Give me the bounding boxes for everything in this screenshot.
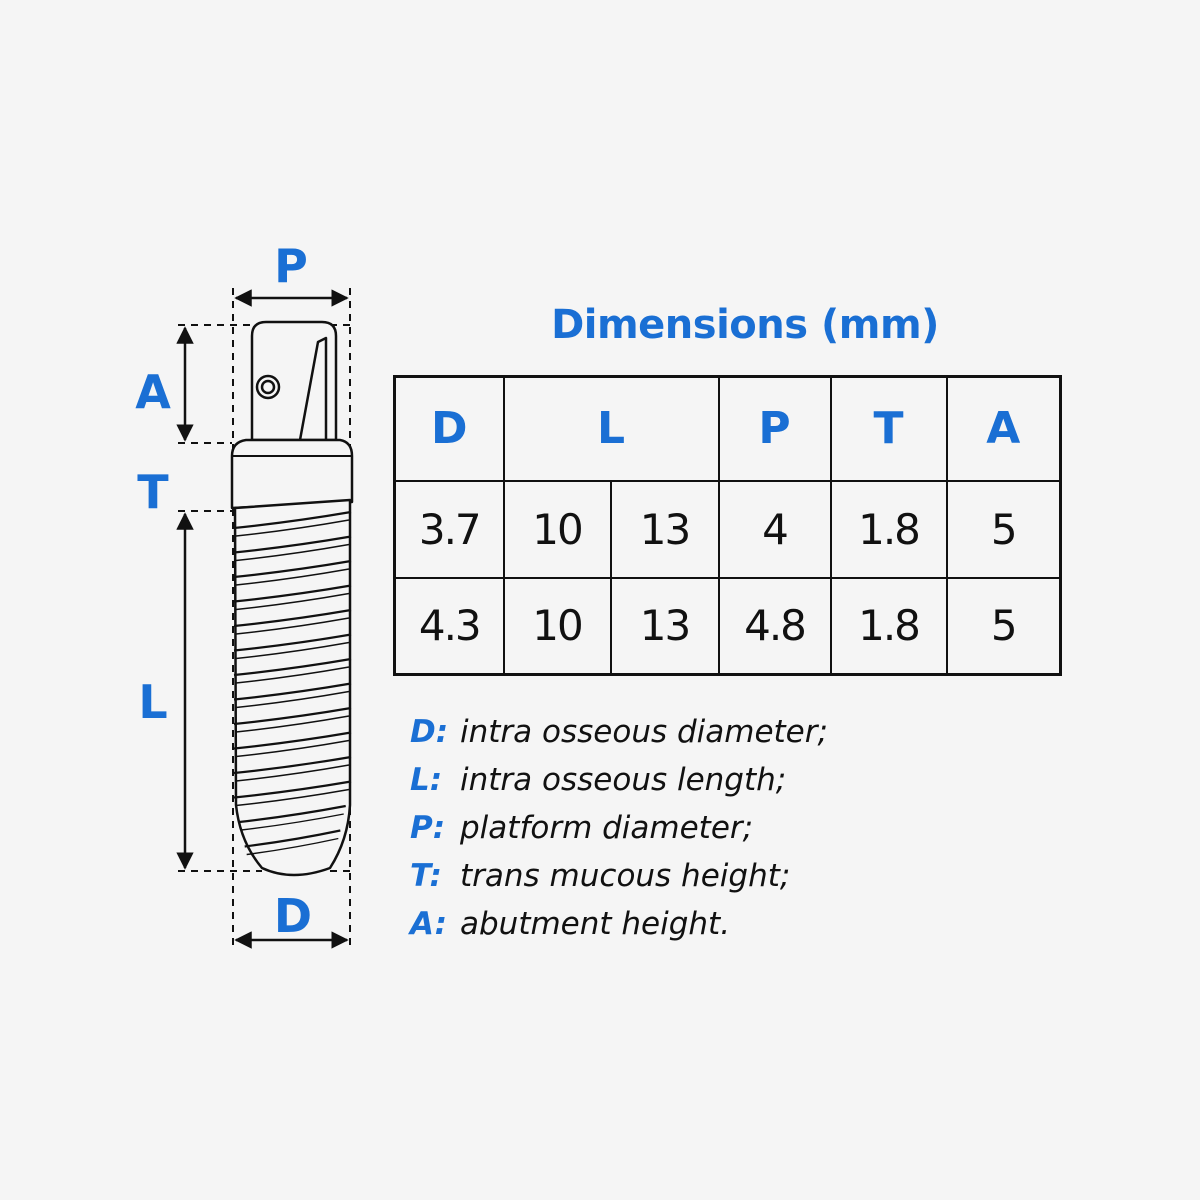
table-cell: 13 [609,479,720,579]
table-title: Dimensions (mm) [551,302,939,348]
legend-item: T: trans mucous height; [410,852,828,900]
abutment-flat-face [298,336,328,441]
thread-line [233,510,352,530]
thread-line [233,584,352,603]
header-cell-d: D [393,375,505,482]
thread-line [239,804,346,824]
header-cell-p: P [717,375,832,482]
legend-item: L: intra osseous length; [410,756,828,804]
abutment-hole-icon [255,374,281,400]
thread-lines [233,510,352,856]
table-header-row: D L P T A [393,375,1062,482]
thread-line [235,666,350,684]
label-d: D [274,889,312,943]
table-cell: 10 [502,479,612,579]
legend-key: L: [410,762,443,798]
thread-line [233,731,352,750]
table-cell: 13 [609,576,720,676]
header-cell-a: A [945,375,1062,482]
table-cell: 1.8 [829,576,948,676]
legend-key: A: [410,906,447,942]
thread-line [235,764,350,782]
table-cell: 10 [502,576,612,676]
thread-line [233,633,352,652]
thread-line [235,617,350,635]
table-cell: 4.8 [717,576,832,676]
guide-lines [178,288,356,948]
thread-line [233,559,352,579]
table-cell: 5 [945,479,1062,579]
thread-line [233,755,352,775]
threaded-body [233,498,352,877]
table-cell: 5 [945,576,1062,676]
table-cell: 4.3 [393,576,505,676]
legend-item: A: abutment height. [410,900,828,948]
legend-text: abutment height. [460,906,731,942]
legend-text: intra osseous diameter; [460,714,828,750]
legend-key: P: [410,810,446,846]
label-l: L [138,675,167,729]
header-cell-l: L [502,375,720,482]
dimensions-table: D L P T A 3.7 10 13 4 1.8 5 4.3 10 13 4.… [393,375,1062,676]
table-cell: 4 [717,479,832,579]
thread-line [233,780,352,799]
thread-line [241,813,344,831]
legend-item: D: intra osseous diameter; [410,708,828,756]
thread-line [235,739,350,758]
collar [230,438,354,510]
thread-line [233,682,352,701]
legend-text: trans mucous height; [460,858,791,894]
thread-line [233,608,352,628]
thread-line [235,641,350,660]
thread-line [233,657,352,677]
thread-line [235,568,350,586]
legend-key: T: [410,858,442,894]
label-p: P [274,239,308,293]
table-cell: 1.8 [829,479,948,579]
thread-line [235,592,350,611]
legend-text: platform diameter; [460,810,754,846]
dimension-arrows [176,289,349,949]
thread-line [235,690,350,709]
thread-line [246,837,339,856]
legend-item: P: platform diameter; [410,804,828,852]
label-t: T [137,465,169,519]
table-row: 3.7 10 13 4 1.8 5 [393,479,1062,579]
thread-line [233,535,352,554]
thread-line [235,519,350,537]
label-a: A [135,365,171,419]
thread-line [233,706,352,726]
legend: D: intra osseous diameter; L: intra osseou… [410,708,828,948]
legend-text: intra osseous length; [460,762,787,798]
header-cell-t: T [829,375,948,482]
thread-line [235,788,350,807]
implant-illustration [230,320,354,877]
table-cell: 3.7 [393,479,505,579]
thread-line [235,715,350,733]
legend-key: D: [410,714,449,750]
table-row: 4.3 10 13 4.8 1.8 5 [393,576,1062,676]
thread-line [244,829,341,848]
thread-line [235,543,350,562]
